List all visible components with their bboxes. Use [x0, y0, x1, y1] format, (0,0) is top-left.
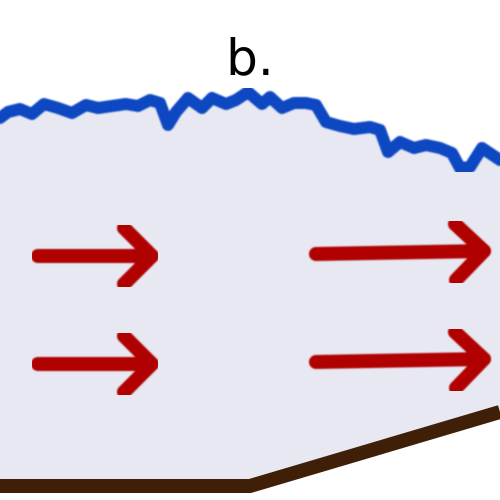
- right-arrow-icon: [31, 221, 159, 291]
- right-arrow-icon: [31, 329, 159, 399]
- water-surface-line: [0, 86, 500, 174]
- panel-label: b.: [226, 29, 274, 87]
- right-arrow-icon: [309, 217, 491, 287]
- right-arrow-icon: [309, 325, 491, 395]
- channel-bed-line: [0, 405, 500, 493]
